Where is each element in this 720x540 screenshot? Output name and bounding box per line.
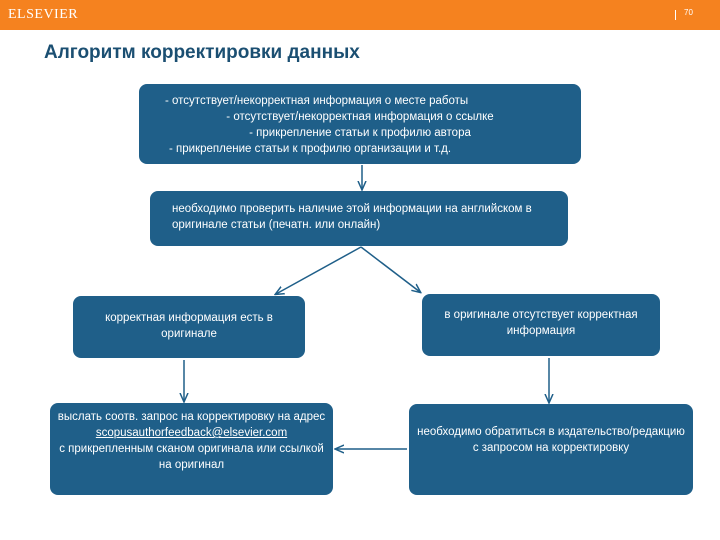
page-number: 70 bbox=[684, 8, 693, 17]
elsevier-logo: ELSEVIER bbox=[8, 7, 79, 22]
send-request-text: выслать соотв. запрос на корректировку н… bbox=[57, 411, 326, 423]
send-request-box: выслать соотв. запрос на корректировку н… bbox=[50, 403, 333, 495]
correct-info-box: корректная информация есть в оригинале bbox=[73, 296, 305, 358]
contact-publisher-box: необходимо обратиться в издательство/ред… bbox=[409, 404, 693, 495]
issue-line: - прикрепление статьи к профилю организа… bbox=[169, 143, 452, 155]
page-number-separator bbox=[675, 10, 676, 20]
issue-line: - отсутствует/некорректная информация о … bbox=[226, 111, 494, 123]
check-original-box: необходимо проверить наличие этой информ… bbox=[150, 191, 568, 246]
feedback-email-link[interactable]: scopusauthorfeedback@elsevier.com bbox=[95, 427, 288, 439]
absent-info-box: в оригинале отсутствует корректная инфор… bbox=[422, 294, 660, 356]
header-bar: ELSEVIER 70 bbox=[0, 0, 720, 30]
issue-line: - прикрепление статьи к профилю автора bbox=[249, 127, 471, 139]
arrow-check-to-correct bbox=[276, 246, 362, 294]
arrow-check-to-absent bbox=[360, 246, 420, 292]
issue-line: - отсутствует/некорректная информация о … bbox=[165, 95, 469, 107]
page-title: Алгоритм корректировки данных bbox=[44, 42, 360, 63]
send-request-attachment-text: с прикрепленным сканом оригинала или ссы… bbox=[59, 443, 324, 471]
issues-box: - отсутствует/некорректная информация о … bbox=[139, 84, 581, 164]
